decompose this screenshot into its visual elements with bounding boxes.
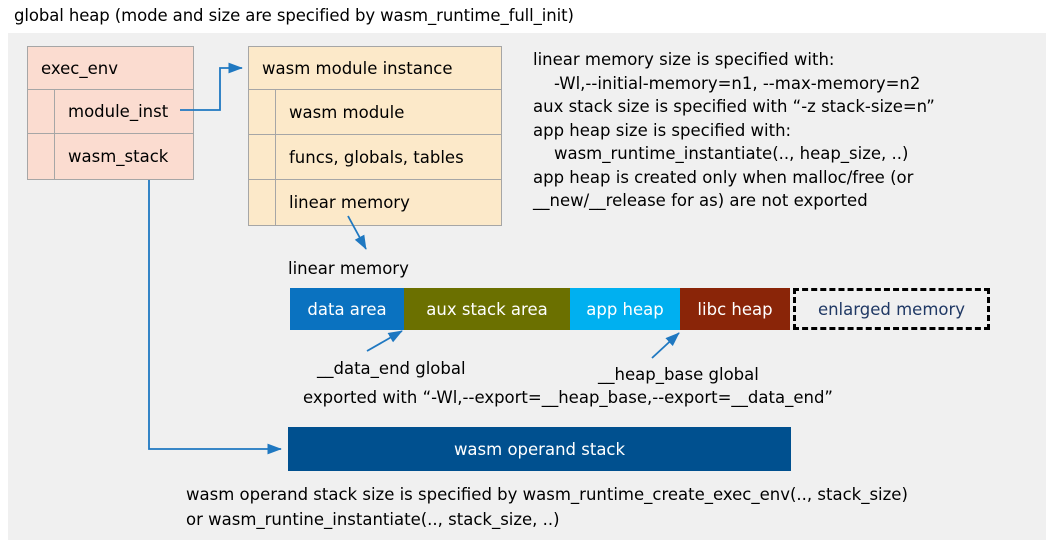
operand-stack-label: wasm operand stack — [453, 439, 626, 459]
memory-segment-label-libc-heap: libc heap — [697, 299, 773, 319]
exec-env-field-module-inst: module_inst — [28, 90, 193, 134]
module-instance-field-wasm-module: wasm module — [249, 90, 501, 135]
exec-env-indent-gutter — [28, 90, 55, 133]
memory-segment-label-app-heap: app heap — [586, 299, 664, 319]
memory-segment-libc-heap: libc heap — [680, 288, 790, 330]
operand-stack-bar: wasm operand stack — [288, 427, 791, 471]
memory-segment-label-aux-stack-area: aux stack area — [426, 299, 548, 319]
module-instance-header: wasm module instance — [249, 47, 501, 90]
exec-env-box: exec_env module_inst wasm_stack — [27, 46, 194, 180]
module-instance-box: wasm module instance wasm module funcs, … — [248, 46, 502, 226]
exec-env-field-label-module-inst: module_inst — [68, 102, 169, 121]
exec-env-indent-gutter-2 — [28, 134, 55, 179]
module-instance-indent-gutter-3 — [249, 180, 276, 225]
memory-segment-label-enlarged-memory: enlarged memory — [817, 299, 966, 319]
module-instance-field-label-funcs-globals-tables: funcs, globals, tables — [289, 147, 464, 167]
annotation-heap-base: __heap_base global — [598, 365, 759, 384]
exec-env-field-wasm-stack: wasm_stack — [28, 134, 193, 179]
page-title: global heap (mode and size are specified… — [14, 6, 574, 25]
module-instance-field-linear-memory: linear memory — [249, 180, 501, 225]
exec-env-header: exec_env — [28, 47, 193, 90]
linear-memory-bar: data area aux stack area app heap libc h… — [290, 288, 990, 330]
memory-segment-label-data-area: data area — [307, 299, 387, 319]
module-instance-indent-gutter-2 — [249, 135, 276, 179]
memory-segment-aux-stack-area: aux stack area — [404, 288, 570, 330]
module-instance-header-label: wasm module instance — [262, 58, 453, 78]
annotation-data-end: __data_end global — [317, 359, 466, 378]
memory-segment-data-area: data area — [290, 288, 404, 330]
right-explanation-note: linear memory size is specified with: -W… — [533, 50, 935, 210]
memory-segment-enlarged-memory: enlarged memory — [793, 288, 990, 330]
linear-memory-caption: linear memory — [288, 259, 409, 278]
module-instance-field-label-wasm-module: wasm module — [289, 102, 405, 122]
module-instance-indent-gutter — [249, 90, 276, 134]
bottom-explanation-note: wasm operand stack size is specified by … — [186, 485, 908, 529]
module-instance-field-funcs-globals-tables: funcs, globals, tables — [249, 135, 501, 180]
memory-segment-app-heap: app heap — [570, 288, 680, 330]
module-instance-field-label-linear-memory: linear memory — [289, 193, 410, 212]
exec-env-field-label-wasm-stack: wasm_stack — [68, 147, 169, 166]
annotation-exported-with: exported with “-Wl,--export=__heap_base,… — [303, 388, 833, 407]
exec-env-header-label: exec_env — [41, 58, 118, 78]
